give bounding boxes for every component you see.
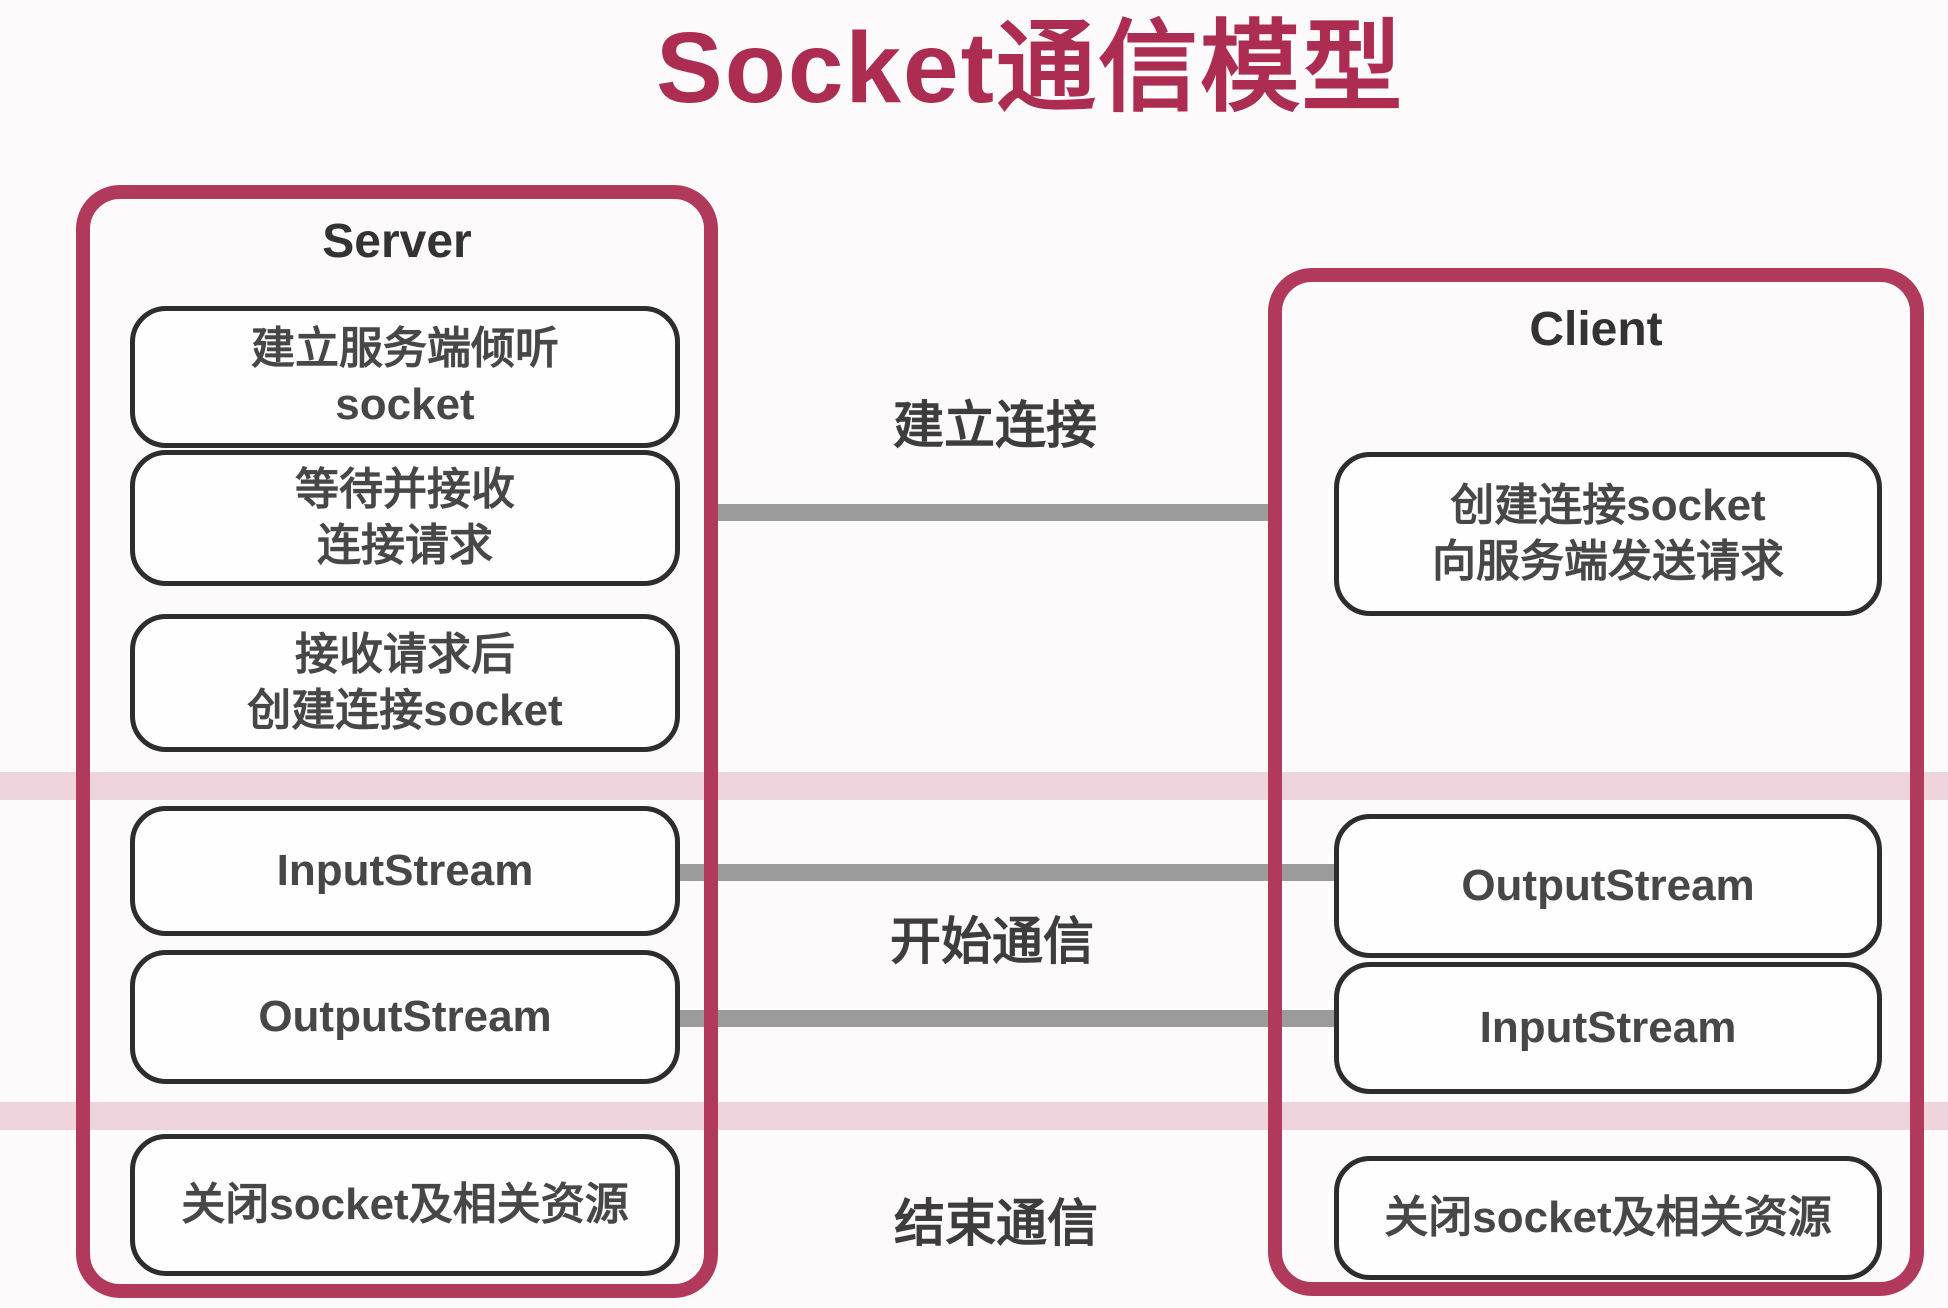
server-box-create-listen-socket: 建立服务端倾听 socket	[130, 306, 680, 448]
connection-label-finish: 结束通信	[893, 1195, 1098, 1252]
connector-line-stream-bottom	[672, 1010, 1340, 1027]
box-text-line: 创建连接socket	[247, 686, 563, 735]
box-text-line: OutputStream	[1461, 861, 1755, 910]
server-box-wait-accept-request: 等待并接收 连接请求	[130, 450, 680, 586]
box-text-line: 连接请求	[317, 521, 493, 570]
connector-line-stream-top	[672, 864, 1340, 881]
box-text-line: OutputStream	[258, 992, 552, 1041]
connector-line-establish	[706, 504, 1276, 521]
client-container	[1268, 268, 1924, 1296]
divider-band-finish	[0, 1102, 1948, 1130]
client-box-inputstream: InputStream	[1334, 962, 1882, 1094]
diagram-title: Socket通信模型	[656, 12, 1404, 124]
server-box-outputstream: OutputStream	[130, 950, 680, 1084]
box-text-line: InputStream	[276, 846, 534, 895]
divider-band-establish	[0, 772, 1948, 800]
client-box-outputstream: OutputStream	[1334, 814, 1882, 958]
server-box-close-socket: 关闭socket及相关资源	[130, 1134, 680, 1276]
client-box-create-conn-socket: 创建连接socket 向服务端发送请求	[1334, 452, 1882, 616]
client-label: Client	[1529, 303, 1663, 356]
box-text-line: 创建连接socket	[1450, 481, 1766, 530]
box-text-line: 关闭socket及相关资源	[1384, 1193, 1832, 1242]
connection-label-establish: 建立连接	[892, 397, 1097, 454]
box-text-line: InputStream	[1479, 1003, 1737, 1052]
box-text-line: 向服务端发送请求	[1432, 537, 1784, 586]
box-text-line: socket	[335, 380, 475, 429]
server-container	[76, 185, 718, 1298]
client-box-close-socket: 关闭socket及相关资源	[1334, 1156, 1882, 1280]
box-text-line: 等待并接收	[295, 465, 515, 514]
box-text-line: 关闭socket及相关资源	[181, 1180, 629, 1229]
box-text-line: 建立服务端倾听	[251, 324, 559, 373]
server-box-inputstream: InputStream	[130, 806, 680, 936]
box-text-line: 接收请求后	[295, 630, 515, 679]
server-box-create-conn-socket: 接收请求后 创建连接socket	[130, 614, 680, 752]
server-label: Server	[322, 215, 472, 268]
connection-label-communicate: 开始通信	[889, 913, 1094, 970]
